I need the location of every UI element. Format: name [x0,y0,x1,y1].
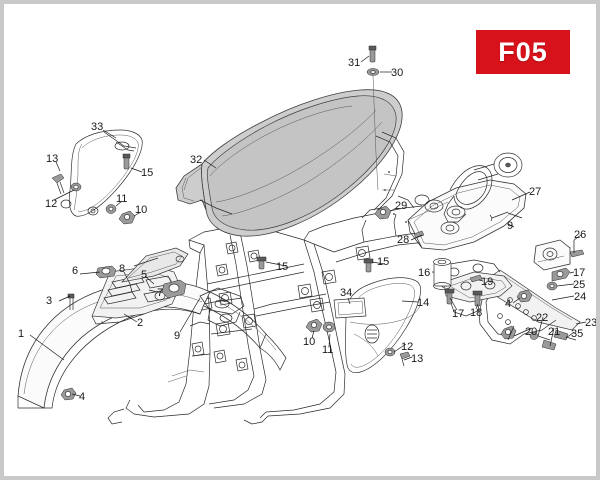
callout-23: 23 [585,317,596,329]
nut-part-7 [161,279,187,299]
badge-label: F05 [498,36,548,67]
seat-part-32 [175,89,403,237]
callout-13: 13 [46,153,59,165]
bracket-part-28 [413,230,425,239]
bushing-part-16 [433,258,452,290]
bracket-part-25 [546,267,571,291]
bolt-part-22 [529,332,551,341]
washer-part-30 [366,68,380,76]
callout-22: 22 [536,312,549,324]
callout-6: 6 [72,265,79,277]
callout-9b: 9 [507,220,514,232]
callout-27: 27 [529,186,542,198]
callout-12: 12 [45,198,58,210]
side-cover-part-14 [345,277,422,374]
screw-part-19 [469,274,483,283]
callout-35: 35 [571,328,584,340]
callout-29: 29 [395,200,408,212]
callout-14: 14 [417,297,430,309]
bolt-part-21 [541,339,557,351]
callout-4: 4 [79,391,86,403]
rack-assembly [361,131,415,219]
callout-19: 19 [481,276,494,288]
grommet-part-6 [95,265,117,279]
callout-26: 26 [574,229,587,241]
callout-20: 20 [525,326,538,338]
callout-16: 16 [418,267,431,279]
callout-10: 10 [135,204,148,216]
mount-part-26 [533,239,585,271]
callout-9: 9 [174,330,181,342]
screw-part-15-left [122,153,131,170]
nut-part-20 [500,325,517,341]
plate-part-34 [333,297,367,319]
grommet-part-11-center [322,321,336,333]
side-cover-part-33 [60,129,143,217]
callout-18: 18 [470,307,483,319]
grommet-part-11-left [105,204,117,214]
callout-15: 15 [141,167,154,179]
nut-part-4-right [516,289,533,303]
callout-25: 25 [573,279,586,291]
bolt-part-35 [553,329,577,341]
callout-7: 7 [157,287,164,299]
callout-13b: 13 [411,353,424,365]
nut-part-4 [60,387,77,401]
callout-1: 1 [18,328,25,340]
diagram-canvas: F05 1 2 3 4 5 6 7 8 9 10 11 12 13 15 32 … [4,4,596,476]
callout-15b: 15 [276,261,289,273]
callout-33: 33 [91,121,104,133]
callout-12b: 12 [401,341,414,353]
screw-part-13 [51,173,65,195]
callout-11: 11 [116,193,128,205]
screw-part-31 [368,45,377,63]
callout-21: 21 [548,326,561,338]
callout-31: 31 [348,57,361,69]
diagram-badge: F05 [476,30,570,74]
screw-part-15-center [256,256,267,270]
callout-8: 8 [119,263,126,275]
leader-lines [29,55,587,397]
callout-17: 17 [452,308,465,320]
callout-34: 34 [340,287,353,299]
tail-panel-part-27 [407,152,527,251]
callout-2: 2 [137,317,144,329]
nut-part-10-left [118,210,136,225]
callout-4b: 4 [505,298,512,310]
nut-part-29 [374,205,392,220]
bracket-part-5 [121,247,189,283]
callout-28: 28 [397,234,410,246]
callout-32: 32 [190,154,203,166]
screw-part-15-right [363,258,374,273]
parts-artwork [17,45,587,425]
callout-11b: 11 [322,344,334,356]
callout-15c: 15 [377,256,390,268]
grommet-part-12 [70,182,82,192]
callout-3: 3 [46,295,53,307]
callout-10b: 10 [303,336,316,348]
wire-part-9 [489,211,523,222]
screw-part-3 [67,293,75,310]
callout-17b: 17 [573,267,586,279]
callout-30: 30 [391,67,404,79]
callout-5: 5 [141,269,148,281]
callout-24: 24 [574,291,587,303]
screw-part-17-center [444,288,455,305]
screw-part-18 [472,290,483,307]
grommet-part-12-right [384,347,396,357]
nut-part-10-center [305,318,323,333]
screw-part-13-right [399,351,411,367]
